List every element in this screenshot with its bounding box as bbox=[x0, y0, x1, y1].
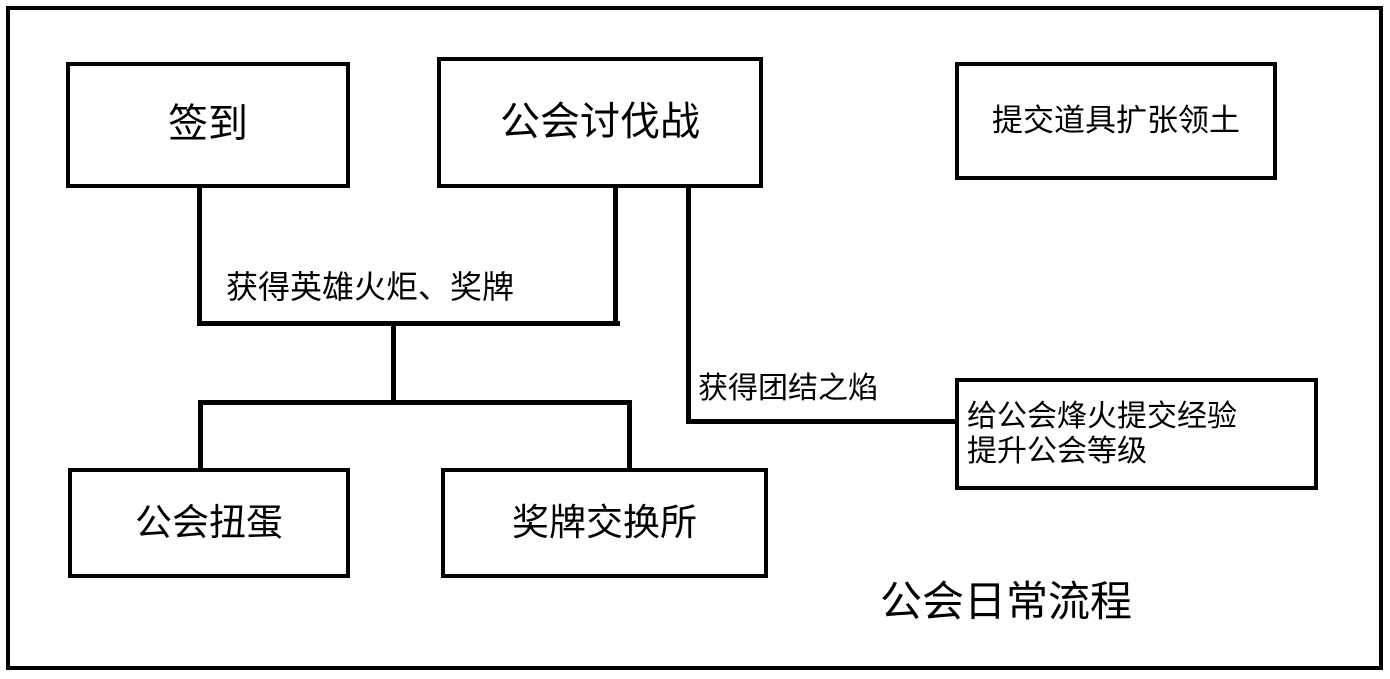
connector-signin-to-reward-bar bbox=[197, 186, 202, 326]
node-guild-gacha-label: 公会扭蛋 bbox=[135, 501, 283, 545]
diagram-frame bbox=[6, 6, 1383, 670]
node-territory[interactable]: 提交道具扩张领土 bbox=[955, 62, 1277, 180]
connector-split-horizontal-bar bbox=[198, 400, 632, 405]
node-guild-exp[interactable]: 给公会烽火提交经验 提升公会等级 bbox=[955, 378, 1318, 490]
node-signin[interactable]: 签到 bbox=[66, 62, 350, 188]
connector-unity-to-guildexp bbox=[686, 419, 959, 424]
connector-split-to-medalshop bbox=[627, 400, 632, 470]
diagram-caption: 公会日常流程 bbox=[880, 577, 1133, 626]
connector-guildwar-to-unity bbox=[686, 186, 691, 424]
node-guild-war[interactable]: 公会讨伐战 bbox=[437, 57, 763, 188]
connector-reward-bar-to-split-bar bbox=[391, 321, 396, 405]
node-medal-shop[interactable]: 奖牌交换所 bbox=[441, 468, 768, 578]
connector-reward-horizontal-bar bbox=[197, 321, 620, 326]
node-guild-war-label: 公会讨伐战 bbox=[500, 98, 700, 145]
node-guild-exp-label: 给公会烽火提交经验 提升公会等级 bbox=[967, 398, 1237, 469]
connector-guildwar-to-reward-bar bbox=[613, 186, 618, 326]
node-guild-gacha[interactable]: 公会扭蛋 bbox=[68, 468, 350, 578]
edge-label-unity: 获得团结之焰 bbox=[698, 371, 878, 406]
node-medal-shop-label: 奖牌交换所 bbox=[512, 501, 697, 545]
edge-label-reward: 获得英雄火炬、奖牌 bbox=[226, 268, 515, 306]
node-territory-label: 提交道具扩张领土 bbox=[992, 102, 1240, 139]
connector-split-to-gacha bbox=[198, 400, 203, 470]
node-signin-label: 签到 bbox=[168, 101, 248, 148]
